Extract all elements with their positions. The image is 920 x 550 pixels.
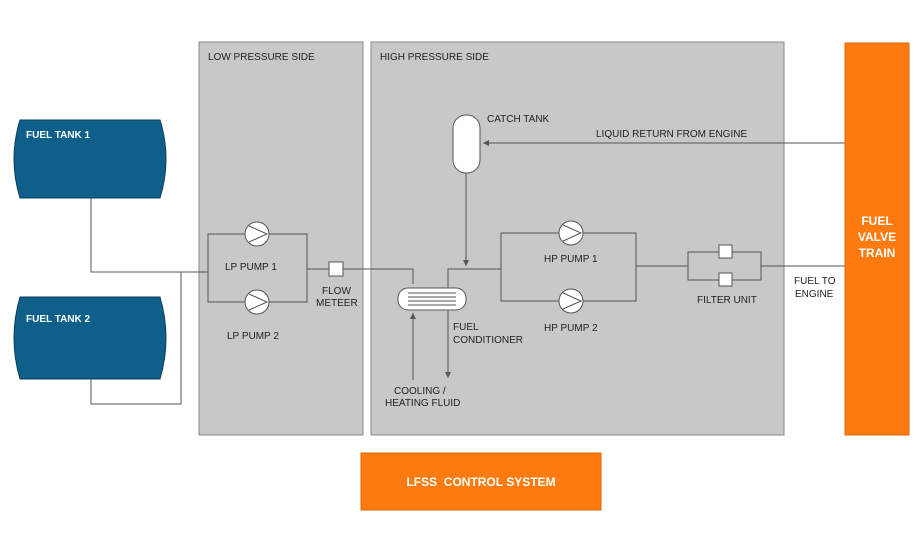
catch-tank bbox=[452, 114, 481, 174]
fuel-to-engine-label-2: ENGINE bbox=[795, 289, 834, 300]
tank-supply-lines bbox=[90, 198, 208, 405]
fuel-tank-1-label: FUEL TANK 1 bbox=[26, 130, 91, 141]
control-system-label: LFSS CONTROL SYSTEM bbox=[406, 475, 555, 489]
fuel-conditioner-label-1: FUEL bbox=[453, 322, 479, 333]
fuel-valve-train-label-3: TRAIN bbox=[859, 246, 896, 260]
liquid-return-label: LIQUID RETURN FROM ENGINE bbox=[596, 129, 747, 140]
cooling-fluid-label-1: COOLING / bbox=[394, 386, 446, 397]
high-pressure-label: HIGH PRESSURE SIDE bbox=[380, 52, 489, 63]
low-pressure-region bbox=[198, 41, 364, 436]
low-pressure-label: LOW PRESSURE SIDE bbox=[208, 52, 315, 63]
hp-pump-1 bbox=[558, 220, 584, 246]
hp-pump-1-label: HP PUMP 1 bbox=[544, 254, 598, 265]
flow-meter bbox=[328, 261, 344, 277]
lp-pump-1-label: LP PUMP 1 bbox=[225, 262, 277, 273]
fuel-tank-1 bbox=[13, 119, 167, 199]
fuel-valve-train-label-1: FUEL bbox=[861, 214, 892, 228]
fuel-conditioner bbox=[397, 287, 467, 311]
hp-pump-2-label: HP PUMP 2 bbox=[544, 323, 598, 334]
filter-unit bbox=[687, 244, 845, 287]
lp-pump-2 bbox=[244, 289, 270, 315]
fuel-valve-train-label-2: VALVE bbox=[858, 230, 896, 244]
conditioner-lines bbox=[410, 268, 501, 380]
hp-pump-2 bbox=[558, 288, 584, 314]
cooling-fluid-label-2: HEATING FLUID bbox=[385, 398, 460, 409]
filter-unit-label: FILTER UNIT bbox=[697, 295, 757, 306]
fuel-to-engine-label-1: FUEL TO bbox=[794, 276, 836, 287]
fuel-tank-2 bbox=[13, 296, 167, 380]
lp-pump-2-label: LP PUMP 2 bbox=[227, 331, 279, 342]
lp-pump-1 bbox=[244, 221, 270, 247]
control-system-box bbox=[360, 452, 602, 511]
catch-tank-label: CATCH TANK bbox=[487, 114, 550, 125]
flow-meter-label-1: FLOW bbox=[322, 286, 351, 297]
fuel-valve-train bbox=[844, 42, 910, 436]
fuel-conditioner-label-2: CONDITIONER bbox=[453, 335, 523, 346]
flow-meter-label-2: METEER bbox=[316, 298, 358, 309]
fuel-tank-2-label: FUEL TANK 2 bbox=[26, 314, 91, 325]
